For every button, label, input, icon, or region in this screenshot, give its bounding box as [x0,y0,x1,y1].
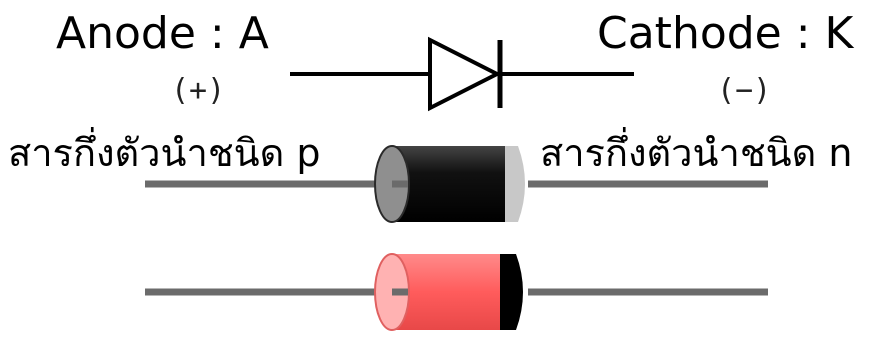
black-diode-cathode-band [505,146,525,222]
red-diode-body [392,254,500,330]
symbol-triangle [428,36,502,112]
cathode-polarity-label: (−) [717,73,772,108]
diode-symbol [290,36,634,112]
n-type-label: สารกึ่งตัวนำชนิด n [540,131,853,175]
p-type-label: สารกึ่งตัวนำชนิด p [8,131,321,175]
anode-polarity-label: (+) [171,73,226,108]
red-diode [145,253,768,331]
red-diode-cathode-band [500,254,523,330]
black-diode [145,145,768,223]
cathode-label: Cathode : K [597,8,854,59]
anode-label: Anode : A [56,8,269,59]
black-diode-body [392,146,505,222]
